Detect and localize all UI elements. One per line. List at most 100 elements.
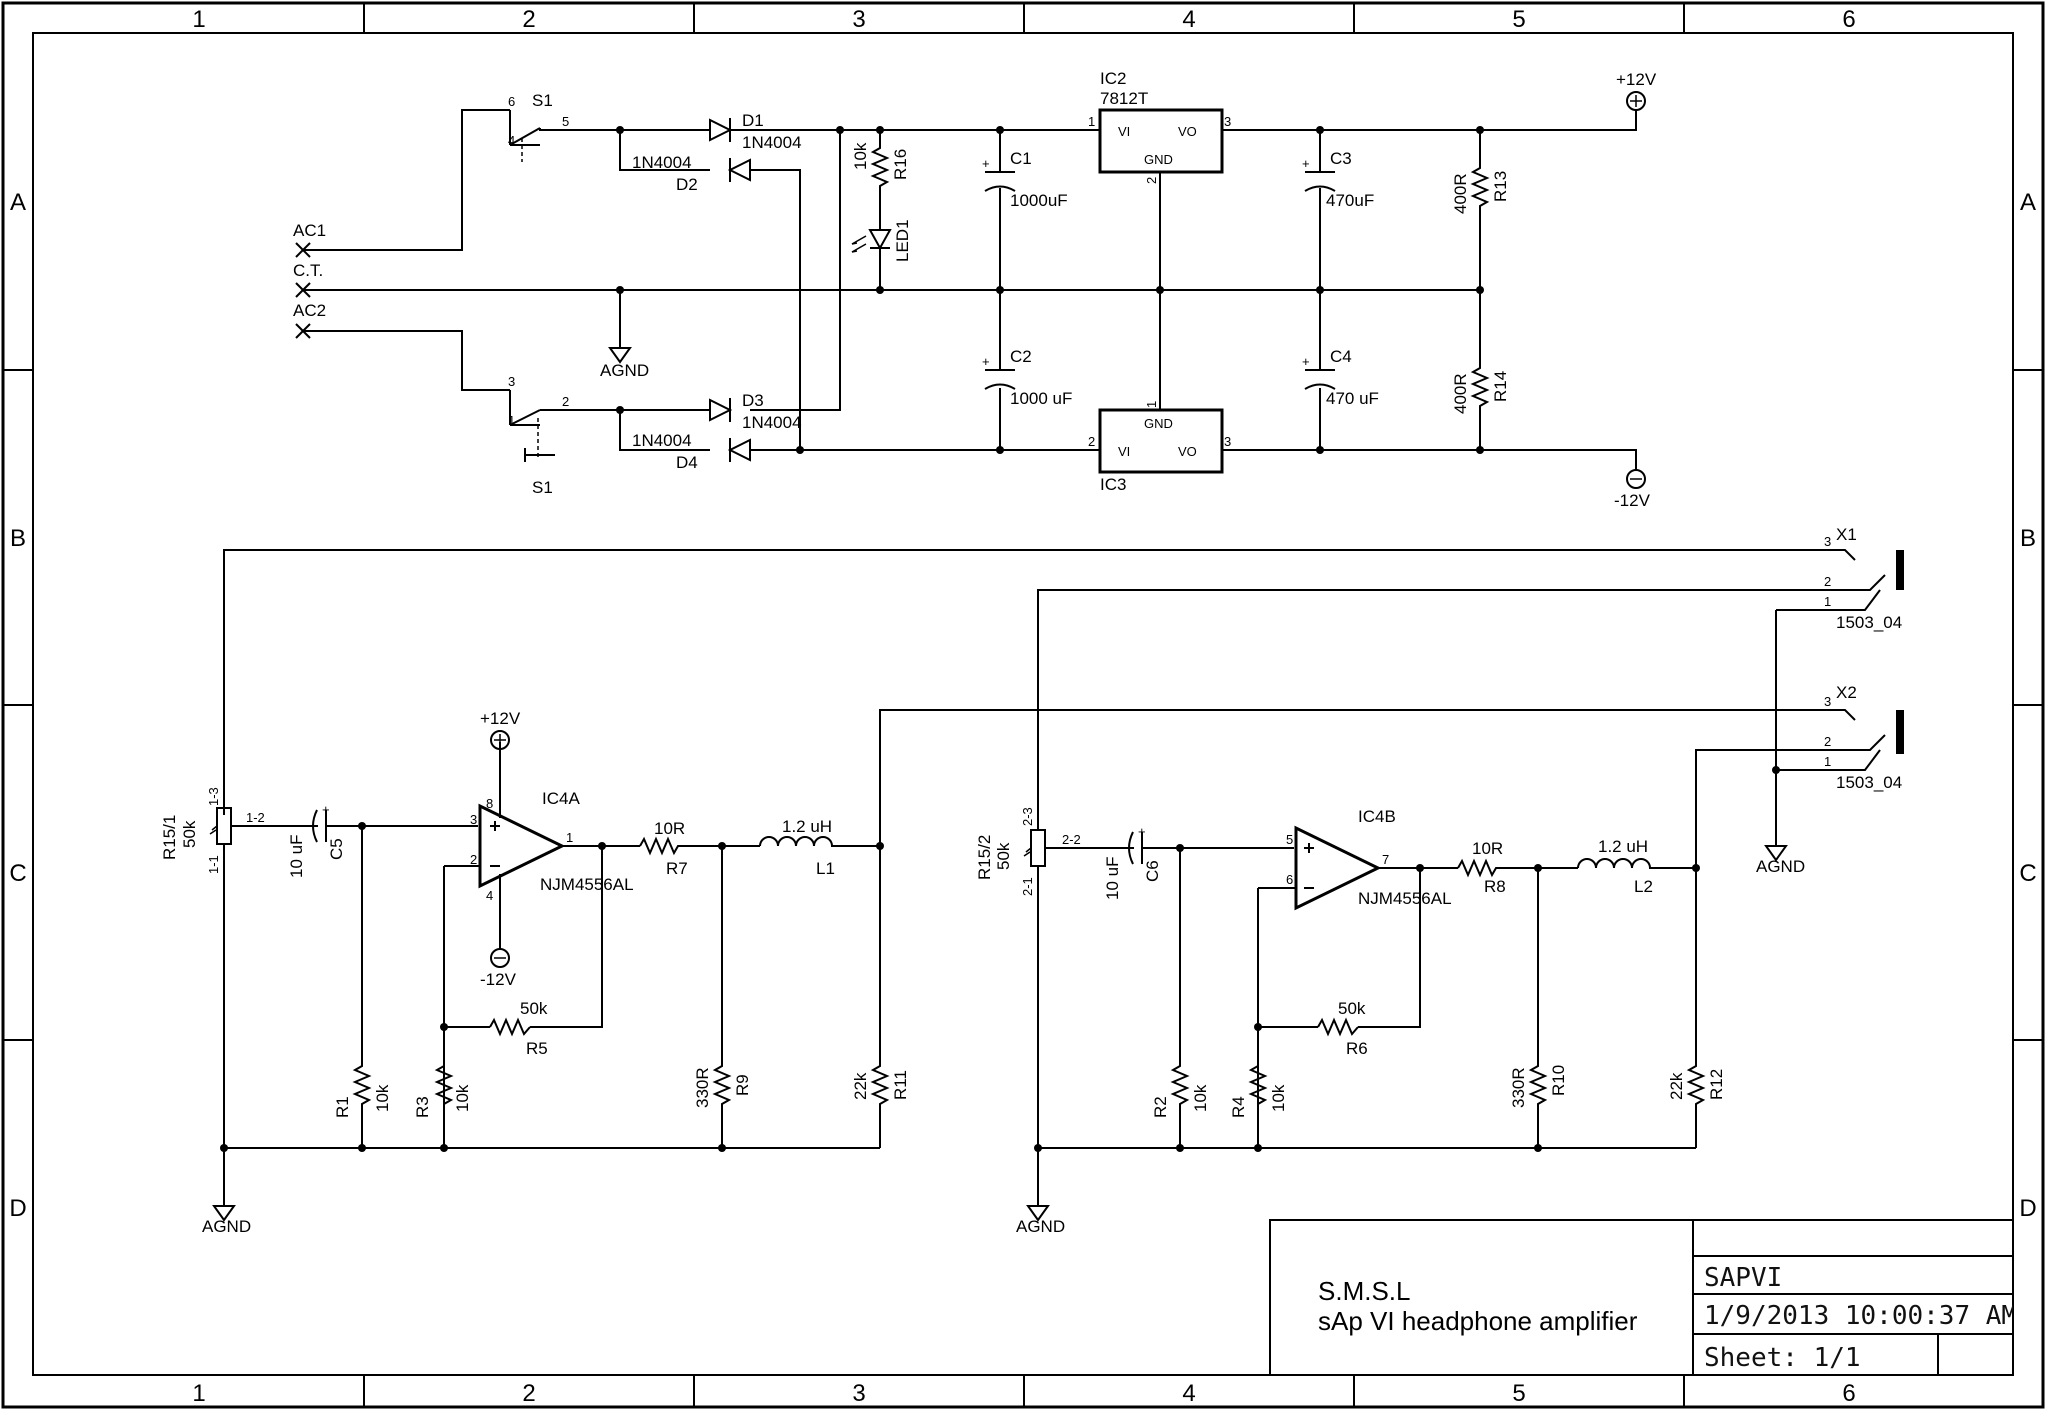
potentiometer-r15-1 [209, 807, 300, 1148]
label-r1-val: 10k [373, 1084, 392, 1112]
label-d3-part: 1N4004 [742, 413, 802, 432]
label-r7: R7 [666, 859, 688, 878]
label-r8-val: 10R [1472, 839, 1503, 858]
label-r2: R2 [1151, 1096, 1170, 1118]
label-ic4a: IC4A [542, 789, 580, 808]
label-r15-2: R15/2 [975, 835, 994, 880]
label-r11-val: 22k [851, 1072, 870, 1100]
resistor-r2 [1170, 848, 1190, 1148]
label-s1-top: S1 [532, 91, 553, 110]
label-r6: R6 [1346, 1039, 1368, 1058]
label-x1: X1 [1836, 525, 1857, 544]
label-r9-val: 330R [693, 1067, 712, 1108]
label-neg12: -12V [1614, 491, 1651, 510]
pin-label: 1-2 [246, 810, 265, 825]
label-reg-vo: VO [1178, 124, 1197, 139]
col-label: 4 [1182, 1380, 1195, 1407]
label-c6-plus: + [1138, 824, 1146, 839]
label-c3: C3 [1330, 149, 1352, 168]
label-d4: D4 [676, 453, 698, 472]
label-c1-plus: + [982, 156, 990, 171]
label-c6: C6 [1143, 860, 1162, 882]
supply-minus12-symbol [1626, 469, 1646, 489]
label-ac2: AC2 [293, 301, 326, 320]
capacitor-c2 [984, 369, 1016, 390]
label-r4: R4 [1229, 1096, 1248, 1118]
label-c1-val: 1000uF [1010, 191, 1068, 210]
label-r8: R8 [1484, 877, 1506, 896]
label-ic2: IC2 [1100, 69, 1126, 88]
switch-s1-bottom [509, 390, 620, 462]
row-label: A [2020, 189, 2036, 216]
label-r11: R11 [891, 1070, 910, 1100]
title-description: sAp VI headphone amplifier [1318, 1306, 1638, 1336]
label-s1-bottom: S1 [532, 478, 553, 497]
pin-label: 2 [1088, 434, 1095, 449]
label-r5-val: 50k [520, 999, 548, 1018]
label-reg-gnd: GND [1144, 152, 1173, 167]
label-l2: L2 [1634, 877, 1653, 896]
label-pos12: +12V [1616, 70, 1657, 89]
label-r12-val: 22k [1667, 1072, 1686, 1100]
pin-label: 5 [1286, 832, 1293, 847]
jack-x2 [1696, 709, 1904, 771]
pin-label: 1-3 [206, 787, 221, 806]
row-label: C [9, 860, 26, 887]
diode-d1 [709, 118, 750, 142]
resistor-r11 [870, 846, 890, 1148]
label-c2-plus: + [982, 354, 990, 369]
label-r15-2-val: 50k [994, 842, 1013, 870]
pin-label: 7 [1382, 852, 1389, 867]
label-r10: R10 [1549, 1065, 1568, 1096]
label-c5-plus: + [322, 802, 330, 817]
label-c4-val: 470 uF [1326, 389, 1379, 408]
resistor-r14 [1470, 290, 1490, 450]
label-d2: D2 [676, 175, 698, 194]
label-x2-part: 1503_04 [1836, 773, 1902, 792]
label-r16: R16 [891, 149, 910, 180]
label-l2-val: 1.2 uH [1598, 837, 1648, 856]
label-r15-1-val: 50k [180, 820, 199, 848]
resistor-r4 [1248, 1065, 1268, 1105]
pin-label: 4 [486, 888, 493, 903]
label-c2: C2 [1010, 347, 1032, 366]
diode-d4 [727, 438, 751, 462]
supply-minus12-symbol [490, 948, 510, 968]
label-r4-val: 10k [1269, 1084, 1288, 1112]
title-name: SAPVI [1704, 1263, 1782, 1293]
pin-label: 4 [508, 133, 515, 148]
label-d1: D1 [742, 111, 764, 130]
pin-label: 3 [508, 374, 515, 389]
resistor-r5 [489, 1017, 531, 1037]
jack-x1 [1038, 549, 1904, 611]
pin-label: 2-2 [1062, 832, 1081, 847]
label-c6-val: 10 uF [1103, 857, 1122, 900]
inductor-l1 [759, 836, 880, 847]
label-r12: R12 [1707, 1069, 1726, 1100]
pin-label: 3 [470, 812, 477, 827]
label-c4: C4 [1330, 347, 1352, 366]
pin-label: 3 [1224, 114, 1231, 129]
resistor-r7 [639, 836, 760, 856]
label-r9: R9 [733, 1074, 752, 1096]
left-channel: R15/1 50k 1-3 1-2 1-1 + 10 uF C5 +12V [160, 549, 1825, 1236]
label-ic4b: IC4B [1358, 807, 1396, 826]
row-label: A [10, 189, 26, 216]
agnd-symbol [608, 347, 632, 364]
label-d3: D3 [742, 391, 764, 410]
col-label: 5 [1512, 1380, 1525, 1407]
capacitor-c1 [984, 171, 1016, 192]
resistor-r6 [1317, 1017, 1359, 1037]
label-r1: R1 [333, 1096, 352, 1118]
pin-label: 1 [508, 413, 515, 428]
col-label: 5 [1512, 6, 1525, 33]
label-reg-vi: VI [1118, 124, 1130, 139]
pin-label: 1-1 [206, 855, 221, 874]
label-c3-val: 470uF [1326, 191, 1374, 210]
potentiometer-r15-2 [1023, 829, 1118, 1148]
label-r15-1: R15/1 [160, 815, 179, 860]
label-r13: R13 [1491, 171, 1510, 202]
pin-label: 8 [486, 796, 493, 811]
resistor-r8 [1457, 858, 1578, 878]
